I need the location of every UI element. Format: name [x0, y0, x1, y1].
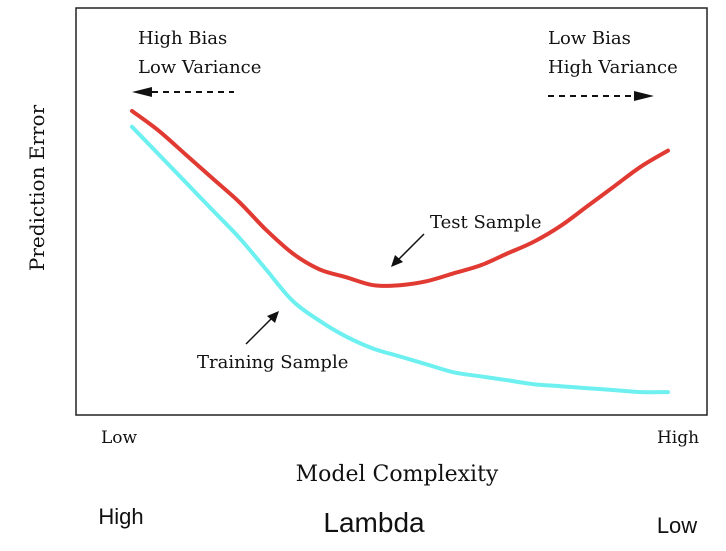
lambda-left-label: High	[98, 504, 143, 529]
right-region-label-2: High Variance	[548, 57, 678, 78]
right-region-label-1: Low Bias	[548, 28, 631, 49]
test-sample-annotation: Test Sample	[430, 212, 542, 233]
lambda-right-label: Low	[657, 513, 697, 538]
left-region-label-1: High Bias	[138, 28, 227, 49]
series-line-test-sample	[130, 109, 670, 288]
series-line-training-sample	[130, 124, 670, 395]
x-axis-label: Model Complexity	[296, 462, 499, 487]
x-tick-label-high: High	[657, 428, 699, 448]
training-sample-annotation: Training Sample	[197, 352, 348, 373]
lambda-title: Lambda	[323, 507, 425, 538]
x-tick-label-low: Low	[101, 428, 138, 448]
y-axis-label: Prediction Error	[25, 104, 49, 271]
left-arrow-icon	[132, 87, 234, 97]
training-sample-pointer-icon	[245, 311, 279, 345]
right-arrow-icon	[548, 91, 654, 101]
test-sample-pointer-icon	[391, 233, 425, 267]
plot-frame	[75, 7, 708, 416]
left-region-label-2: Low Variance	[138, 57, 261, 78]
